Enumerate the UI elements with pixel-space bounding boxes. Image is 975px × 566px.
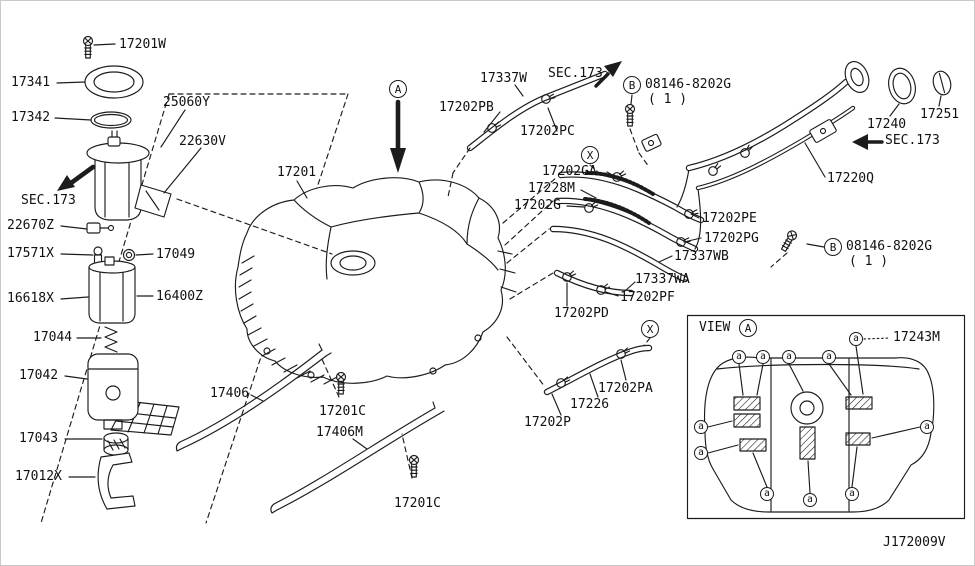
part-label-17202pe: 17202PE: [702, 211, 757, 226]
part-label-17202pb: 17202PB: [439, 100, 494, 115]
marker-b: B: [623, 76, 641, 94]
marker-a: a: [849, 332, 863, 346]
part-label-17201w: 17201W: [119, 37, 166, 52]
part-label-16618x: 16618X: [7, 291, 54, 306]
bolt-b-right: [770, 228, 825, 268]
part-label-17337w: 17337W: [480, 71, 527, 86]
view-a-arrow: [390, 99, 406, 173]
fuel-pump-assembly: [54, 35, 202, 510]
part-label-17243m: 17243M: [893, 330, 940, 345]
part-label-17049: 17049: [156, 247, 196, 262]
part-label-17251: 17251: [920, 107, 960, 122]
marker-a: a: [845, 487, 859, 501]
marker-b: B: [824, 238, 842, 256]
fuel-tank: [176, 177, 517, 385]
part-label-17342: 17342: [11, 110, 51, 125]
bolt-b-top: [624, 94, 662, 168]
part-label-1: ( 1 ): [648, 92, 688, 107]
part-label-17228m: 17228M: [528, 181, 575, 196]
marker-a: a: [732, 350, 746, 364]
part-label-17012x: 17012X: [15, 469, 62, 484]
marker-a: a: [822, 350, 836, 364]
part-label-17042: 17042: [19, 368, 59, 383]
part-label-17341: 17341: [11, 75, 51, 90]
marker-a: a: [782, 350, 796, 364]
marker-a: a: [756, 350, 770, 364]
part-label-17202p: 17202P: [524, 415, 571, 430]
fuel-tubes: [502, 164, 705, 307]
part-label-17337wb: 17337WB: [674, 249, 729, 264]
part-label-17220q: 17220Q: [827, 171, 874, 186]
marker-a: a: [803, 493, 817, 507]
part-label-17337wa: 17337WA: [635, 272, 690, 287]
part-label-17201c: 17201C: [319, 404, 366, 419]
part-label-17202ga: 17202GA: [542, 164, 597, 179]
marker-a: a: [694, 420, 708, 434]
filler-neck: [676, 61, 952, 250]
part-label-22630v: 22630V: [179, 134, 226, 149]
part-label-17044: 17044: [33, 330, 73, 345]
part-label-22670z: 22670Z: [7, 218, 54, 233]
part-label-16400z: 16400Z: [156, 289, 203, 304]
sec-arrow-right: [852, 134, 884, 150]
strap-screws: [320, 356, 420, 479]
part-label-sec173: SEC.173: [21, 193, 76, 208]
part-label-17043: 17043: [19, 431, 59, 446]
part-label-17406: 17406: [210, 386, 250, 401]
view-label: VIEW: [699, 320, 731, 335]
marker-a: a: [760, 487, 774, 501]
marker-x: X: [581, 146, 599, 164]
view-a-inset: [686, 314, 966, 520]
marker-x: X: [641, 320, 659, 338]
part-label-17202pa: 17202PA: [598, 381, 653, 396]
hose-17337w: [447, 70, 609, 198]
part-label-17202g: 17202G: [514, 198, 561, 213]
part-label-17202pg: 17202PG: [704, 231, 759, 246]
part-label-17571x: 17571X: [7, 246, 54, 261]
part-label-081468202g: 08146-8202G: [645, 77, 732, 92]
part-label-17406m: 17406M: [316, 425, 363, 440]
part-label-1: ( 1 ): [849, 254, 889, 269]
part-label-sec173: SEC.173: [548, 66, 603, 81]
tank-strap-rear: [270, 401, 445, 514]
marker-a: A: [739, 319, 757, 337]
hose-17226: [506, 336, 653, 416]
sec-arrow-top: [594, 61, 622, 88]
part-label-17201c: 17201C: [394, 496, 441, 511]
marker-a: a: [694, 446, 708, 460]
part-label-17240: 17240: [867, 117, 907, 132]
part-label-081468202g: 08146-8202G: [846, 239, 933, 254]
marker-a: A: [389, 80, 407, 98]
part-label-17201: 17201: [277, 165, 317, 180]
marker-a: a: [920, 420, 934, 434]
part-label-17202pf: 17202PF: [620, 290, 675, 305]
part-label-17226: 17226: [570, 397, 610, 412]
part-label-sec173: SEC.173: [885, 133, 940, 148]
part-label-17202pd: 17202PD: [554, 306, 609, 321]
drawing-code: J172009V: [883, 535, 946, 550]
tank-strap-front: [175, 343, 332, 452]
part-label-17202pc: 17202PC: [520, 124, 575, 139]
part-label-25060y: 25060Y: [163, 95, 210, 110]
